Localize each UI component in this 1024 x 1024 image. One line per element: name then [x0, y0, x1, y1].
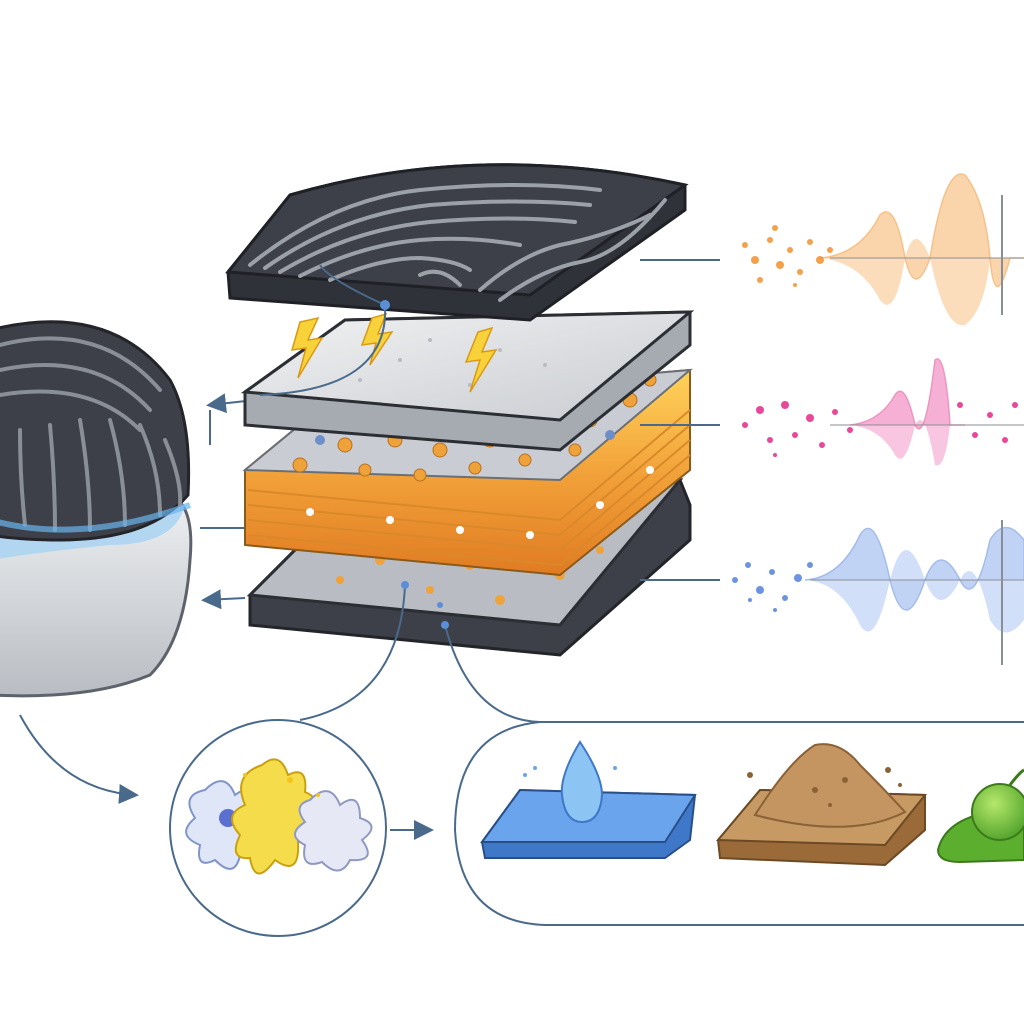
- side-sensor-group: [0, 320, 193, 698]
- dome-ridges: [0, 336, 183, 532]
- water-drop: [480, 740, 697, 859]
- pink-signal: [742, 358, 1024, 466]
- layer-wires: [259, 259, 1024, 723]
- soil-pile: [715, 743, 928, 867]
- molecule-center: [231, 758, 317, 875]
- stimuli-panel: [453, 721, 1024, 926]
- molecule-detail: [169, 719, 434, 937]
- orange-signal: [742, 173, 1024, 326]
- spark-icon: [464, 326, 498, 393]
- gray-electrode-layer: [240, 310, 695, 452]
- textured-top-layer: [225, 163, 689, 322]
- green-sphere: [971, 783, 1024, 841]
- spark-group: [290, 312, 498, 393]
- wire-nodes: [380, 300, 449, 629]
- blue-signal: [732, 520, 1024, 665]
- water-drop-icon: [560, 740, 604, 824]
- green-leaf: [936, 768, 1024, 864]
- sensor-blue-glow: [0, 502, 192, 533]
- sensor-textured-dome: [0, 320, 191, 542]
- soil-mound: [753, 743, 907, 828]
- molecule-right: [294, 790, 373, 872]
- spark-icon: [290, 316, 324, 379]
